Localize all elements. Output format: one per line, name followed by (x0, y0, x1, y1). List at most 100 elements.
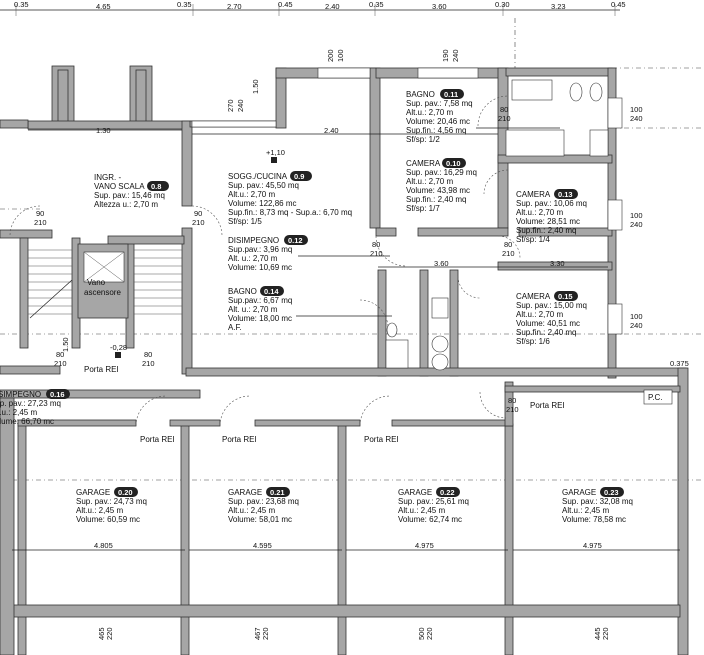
d240-b: 240 (630, 220, 643, 229)
d80-f: 80 (508, 396, 516, 405)
svg-text:Alt.u.: 2,45 m: Alt.u.: 2,45 m (228, 506, 275, 515)
top-dim-0: 0.35 (14, 0, 29, 9)
svg-text:Volume: 43,98 mc: Volume: 43,98 mc (406, 186, 470, 195)
pc-label: P.C. (648, 393, 663, 402)
svg-text:Alt.u.: 2,45 m: Alt.u.: 2,45 m (0, 408, 37, 417)
svg-text:GARAGE: GARAGE (398, 488, 432, 497)
d100-a: 100 (630, 105, 643, 114)
bd-2b: 220 (425, 627, 434, 640)
d80-b: 80 (500, 105, 508, 114)
room-bagno-11: BAGNO 0.11 Sup. pav.: 7,58 mq Alt.u.: 2,… (406, 89, 560, 144)
level-plus-110: +1,10 (266, 148, 285, 157)
top-dim-2: 0.35 (177, 0, 192, 9)
svg-text:DISIMPEGNO: DISIMPEGNO (228, 236, 279, 245)
svg-text:CAMERA: CAMERA (516, 190, 551, 199)
top-dim-9: 3.23 (551, 2, 566, 11)
vano-label-2: ascensore (84, 288, 121, 297)
svg-text:Alt.u.: 2,45 m: Alt.u.: 2,45 m (398, 506, 445, 515)
room-camera-15: CAMERA 0.15 Sup. pav.: 15,00 mq Alt.u.: … (516, 291, 587, 346)
svg-text:Sup.pav.: 6,67 mq: Sup.pav.: 6,67 mq (228, 296, 292, 305)
svg-text:Sf/sp: 1/2: Sf/sp: 1/2 (406, 135, 440, 144)
d210-e: 210 (502, 249, 515, 258)
room-disimpegno-16: DISIMPEGNO 0.16 Sup. pav.: 27,23 mq Alt.… (0, 389, 70, 426)
top-dim-5: 2.40 (325, 2, 340, 11)
d100-c: 100 (630, 312, 643, 321)
bd-0a: 465 (97, 627, 106, 640)
svg-text:Alt.u.: 2,45 m: Alt.u.: 2,45 m (76, 506, 123, 515)
svg-text:Sup.fin.: 2,40 mq: Sup.fin.: 2,40 mq (516, 226, 576, 235)
top-dim-6: 0.35 (369, 0, 384, 9)
svg-text:Volume: 78,58 mc: Volume: 78,58 mc (562, 515, 626, 524)
top-dim-4: 0.45 (278, 0, 293, 9)
d240-c: 240 (630, 321, 643, 330)
d210-a: 210 (34, 218, 47, 227)
porta-rei-2: Porta REI (222, 435, 257, 444)
d240-a: 240 (630, 114, 643, 123)
dim-0375: 0.375 (670, 359, 689, 368)
svg-text:0.16: 0.16 (50, 390, 65, 399)
svg-text:Sup. pav.: 15,00 mq: Sup. pav.: 15,00 mq (516, 301, 587, 310)
top-dim-1: 4.65 (96, 2, 111, 11)
svg-text:Alt.u.: 2,70 m: Alt.u.: 2,70 m (516, 310, 563, 319)
room-sogg-cucina: SOGG./CUCINA 0.9 Sup. pav.: 45,50 mq Alt… (228, 171, 352, 226)
svg-text:Alt.u.: 2,45 m: Alt.u.: 2,45 m (562, 506, 609, 515)
svg-text:CAMERA: CAMERA (406, 159, 441, 168)
top-dim-7: 3.60 (432, 2, 447, 11)
d210-f: 210 (54, 359, 67, 368)
d190: 190 (441, 49, 450, 62)
room-garage-20: GARAGE 0.20 Sup. pav.: 24,73 mq Alt.u.: … (76, 487, 147, 524)
d200: 200 (326, 49, 335, 62)
svg-text:Sup. pav.: 27,23 mq: Sup. pav.: 27,23 mq (0, 399, 61, 408)
bd-0b: 220 (105, 627, 114, 640)
svg-text:Sup.fin.: 8,73 mq - Sup.a.:: Sup.fin.: 8,73 mq - Sup.a.: 6,70 mq (228, 208, 352, 217)
d90-a: 90 (36, 209, 44, 218)
svg-text:DISIMPEGNO: DISIMPEGNO (0, 390, 41, 399)
svg-text:Sup.fin.: 4,56 mq: Sup.fin.: 4,56 mq (406, 126, 466, 135)
room-garage-22: GARAGE 0.22 Sup. pav.: 25,61 mq Alt.u.: … (398, 487, 469, 524)
d80-d: 80 (56, 350, 64, 359)
svg-text:INGR. -: INGR. - (94, 173, 121, 182)
svg-text:0.8: 0.8 (151, 182, 161, 191)
svg-text:Volume: 66,70 mc: Volume: 66,70 mc (0, 417, 54, 426)
elevator-shaft: Vano ascensore (83, 251, 125, 297)
svg-text:Sf/sp: 1/5: Sf/sp: 1/5 (228, 217, 262, 226)
svg-text:A.F.: A.F. (228, 323, 242, 332)
garage-width-3: 4.975 (583, 541, 602, 550)
svg-text:0.12: 0.12 (288, 236, 303, 245)
svg-text:Sup. pav.: 15,46 mq: Sup. pav.: 15,46 mq (94, 191, 165, 200)
bd-3b: 220 (601, 627, 610, 640)
garage-width-2: 4.975 (415, 541, 434, 550)
dim-240: 2.40 (324, 126, 339, 135)
svg-text:Alt.u.: 2,70 m: Alt.u.: 2,70 m (406, 108, 453, 117)
svg-text:SOGG./CUCINA: SOGG./CUCINA (228, 172, 288, 181)
walls (0, 65, 689, 655)
staircase (28, 249, 182, 319)
bottom-dimensions: 465 220 467 220 500 220 445 220 (97, 627, 610, 640)
d240-b2: 240 (236, 99, 245, 112)
d270: 270 (226, 99, 235, 112)
svg-text:CAMERA: CAMERA (516, 292, 551, 301)
d210-g: 210 (142, 359, 155, 368)
svg-text:Sup.pav.: 3,96 mq: Sup.pav.: 3,96 mq (228, 245, 292, 254)
dim-150b: 1.50 (61, 337, 70, 352)
porta-rei-3: Porta REI (364, 435, 399, 444)
d80-a: 80 (372, 240, 380, 249)
d90-b: 90 (194, 209, 202, 218)
bd-1b: 220 (261, 627, 270, 640)
svg-text:Volume: 60,59 mc: Volume: 60,59 mc (76, 515, 140, 524)
svg-text:Sup. pav.: 10,06 mq: Sup. pav.: 10,06 mq (516, 199, 587, 208)
room-bagno-14: BAGNO 0.14 Sup.pav.: 6,67 mq Alt. u.: 2,… (228, 286, 392, 332)
room-camera-13: CAMERA 0.13 Sup. pav.: 10,06 mq Alt.u.: … (516, 189, 587, 244)
svg-text:Sup.fin.: 2,40 mq: Sup.fin.: 2,40 mq (406, 195, 466, 204)
svg-text:Sf/sp: 1/4: Sf/sp: 1/4 (516, 235, 550, 244)
garage-width-0: 4.805 (94, 541, 113, 550)
svg-text:Volume: 62,74 mc: Volume: 62,74 mc (398, 515, 462, 524)
svg-text:Volume: 10,69 mc: Volume: 10,69 mc (228, 263, 292, 272)
d210-b: 210 (192, 218, 205, 227)
svg-text:BAGNO: BAGNO (228, 287, 257, 296)
d80-e: 80 (144, 350, 152, 359)
vano-label-1: Vano (87, 278, 106, 287)
svg-text:Alt.u.: 2,70 m: Alt.u.: 2,70 m (516, 208, 563, 217)
svg-text:0.23: 0.23 (604, 488, 619, 497)
bd-3a: 445 (593, 627, 602, 640)
